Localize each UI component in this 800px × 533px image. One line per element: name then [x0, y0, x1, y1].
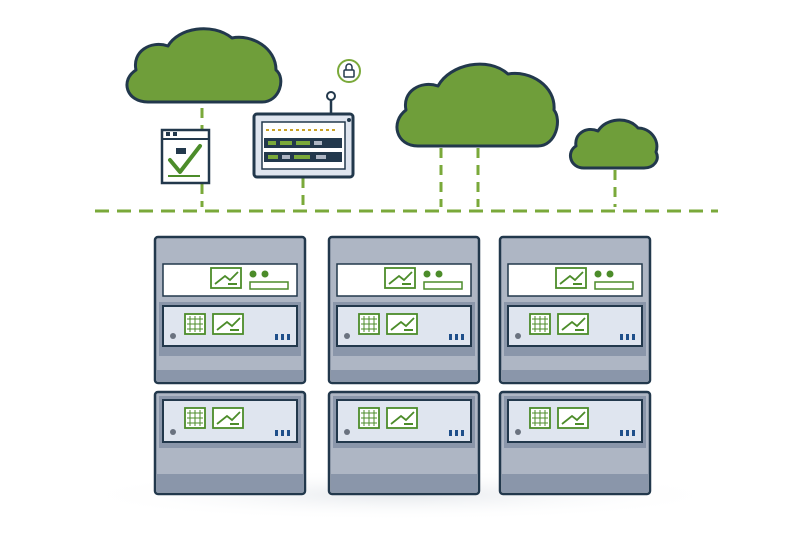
status-led — [515, 333, 521, 339]
server-rack-icon — [153, 235, 307, 496]
cloud-icon — [125, 27, 283, 104]
rack-unit-panel — [336, 305, 472, 347]
rack-header-panel — [162, 263, 298, 297]
server-racks — [153, 235, 652, 496]
checklist-icon — [160, 128, 211, 185]
rack-header-panel — [507, 263, 643, 297]
status-led — [344, 333, 350, 339]
status-led — [170, 333, 176, 339]
status-led — [170, 429, 176, 435]
status-led — [344, 429, 350, 435]
cloud-icon — [395, 62, 559, 148]
rack-unit-panel — [162, 399, 298, 443]
connector-lines — [200, 108, 617, 207]
rack-unit-panel — [507, 399, 643, 443]
server-rack-icon — [498, 235, 652, 496]
rack-unit-panel — [336, 399, 472, 443]
rack-unit-panel — [162, 305, 298, 347]
padlock-icon — [337, 59, 361, 83]
server-rack-icon — [327, 235, 481, 496]
status-led — [515, 429, 521, 435]
rack-unit-panel — [507, 305, 643, 347]
control-panel-icon — [252, 91, 355, 179]
rack-header-panel — [336, 263, 472, 297]
cloud-icon — [568, 118, 659, 170]
